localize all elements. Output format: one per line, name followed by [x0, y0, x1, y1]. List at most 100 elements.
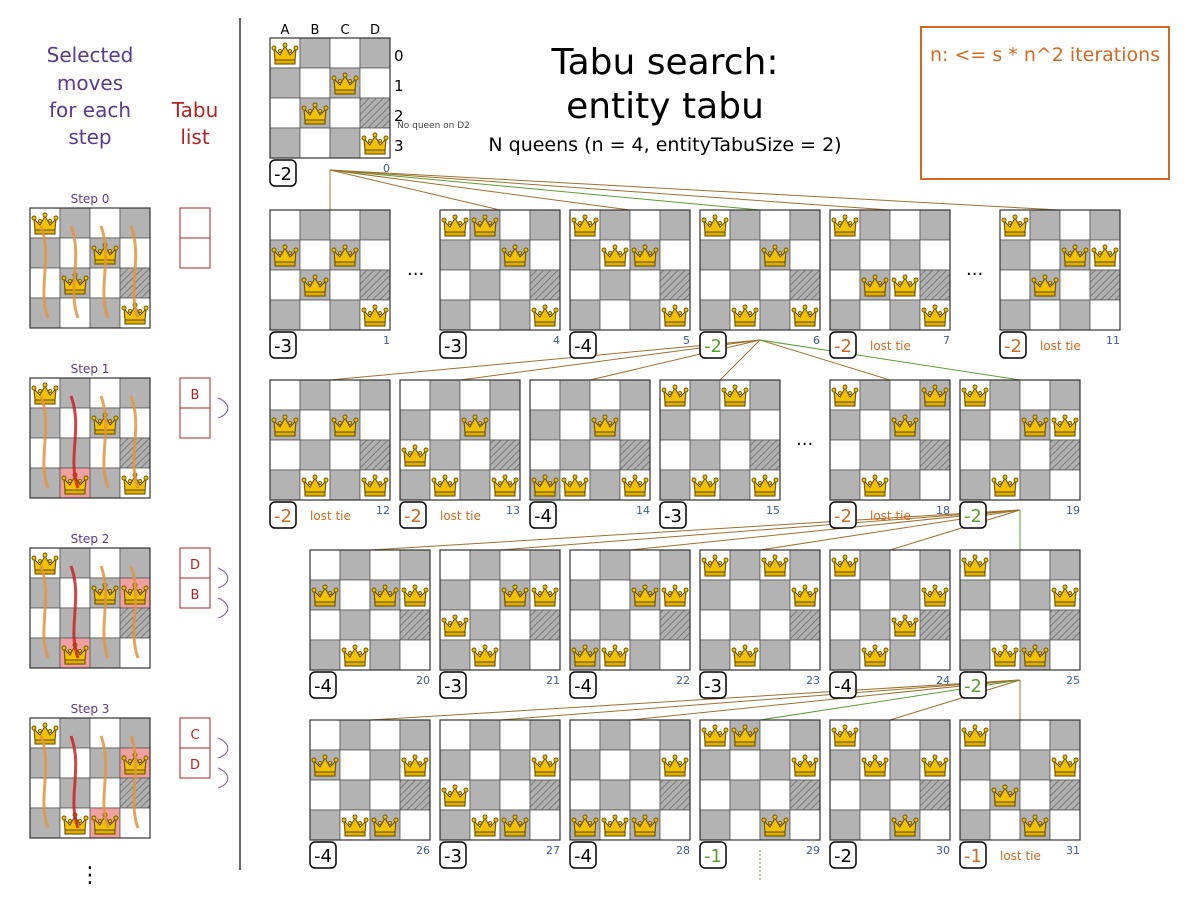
score-box [309, 841, 337, 869]
board-cell [659, 549, 691, 581]
board-cell [339, 579, 371, 611]
board-cell [699, 239, 731, 271]
board-cell [529, 809, 561, 841]
board-cell [299, 299, 331, 331]
lost-tie-label: lost tie [440, 509, 481, 523]
board-cell [1019, 549, 1051, 581]
board-cell [1049, 639, 1081, 671]
board-cell [759, 639, 791, 671]
score-box [439, 841, 467, 869]
board-cell [439, 579, 471, 611]
score-box [829, 671, 857, 699]
board-cell [1019, 719, 1051, 751]
child-board [269, 209, 391, 331]
connection-line [329, 169, 761, 211]
board-cell [269, 209, 301, 241]
board-cell [629, 639, 661, 671]
board-cell [829, 299, 861, 331]
board-cell [859, 579, 891, 611]
board-cell [1049, 379, 1081, 411]
score-value: -4 [574, 336, 592, 357]
board-cell [469, 269, 501, 301]
tabu-header-line: list [180, 125, 210, 149]
board-cell [689, 409, 721, 441]
board-cell [559, 379, 591, 411]
board-index: 1 [383, 334, 390, 347]
score-value: -2 [834, 336, 852, 357]
column-label: C [340, 23, 349, 38]
board-cell [529, 639, 561, 671]
board-cell [789, 809, 821, 841]
connection-line [329, 169, 631, 211]
score-box [829, 331, 857, 359]
connection-line [889, 679, 1021, 721]
board-cell [829, 239, 861, 271]
board-cell [489, 409, 521, 441]
board-cell [1049, 719, 1081, 751]
title-block: Tabu search: entity tabu N queens (n = 4… [488, 42, 841, 156]
board-cell [359, 209, 391, 241]
board-cell [1029, 299, 1061, 331]
ellipsis: ... [407, 259, 424, 280]
board-cell [299, 127, 331, 159]
board-cell [359, 37, 391, 69]
board-cell [859, 779, 891, 811]
child-board [439, 209, 561, 331]
board-cell [629, 269, 661, 301]
score-value: -2 [704, 336, 722, 357]
board-index: 28 [676, 844, 690, 857]
board-cell [399, 809, 431, 841]
score-value: -2 [274, 506, 292, 527]
score-box [399, 501, 427, 529]
board-cell [469, 579, 501, 611]
board-cell [659, 409, 691, 441]
connection-line [329, 169, 1061, 211]
board-cell [529, 609, 561, 641]
board-cell [789, 269, 821, 301]
board-cell [569, 269, 601, 301]
move-arrow [99, 225, 110, 319]
score-box [309, 671, 337, 699]
board-cell [959, 809, 991, 841]
board-cell [89, 717, 121, 749]
board-cell [989, 439, 1021, 471]
board-index: 20 [416, 674, 430, 687]
board-cell [889, 299, 921, 331]
board-cell [989, 579, 1021, 611]
board-cell [299, 409, 331, 441]
score-box [829, 501, 857, 529]
board-cell [119, 717, 151, 749]
board-frame [439, 549, 561, 671]
lost-tie-label: lost tie [1040, 339, 1081, 353]
lost-tie-label: lost tie [870, 339, 911, 353]
board-cell [959, 639, 991, 671]
board-cell [369, 639, 401, 671]
move-arrow [99, 565, 110, 659]
board-cell [1029, 209, 1061, 241]
board-cell [659, 609, 691, 641]
board-cell [329, 127, 361, 159]
column-label: D [370, 23, 380, 38]
board-cell [299, 439, 331, 471]
board-cell [889, 469, 921, 501]
score-box [439, 671, 467, 699]
tabu-cell [179, 407, 211, 439]
board-cell [919, 269, 951, 301]
board-cell [89, 207, 121, 239]
board-cell [309, 639, 341, 671]
tabu-cell [179, 747, 211, 779]
board-cell [59, 717, 91, 749]
board-cell [299, 239, 331, 271]
board-cell [1049, 809, 1081, 841]
score-value: -2 [274, 164, 292, 185]
board-frame [999, 209, 1121, 331]
tabu-header-line: Tabu [171, 98, 219, 122]
board-cell [529, 719, 561, 751]
board-cell [829, 579, 861, 611]
move-arrow [69, 735, 80, 829]
board-cell [729, 809, 761, 841]
child-board [699, 549, 821, 671]
child-board [269, 379, 391, 501]
board-cell [859, 809, 891, 841]
move-arrow [69, 395, 80, 489]
